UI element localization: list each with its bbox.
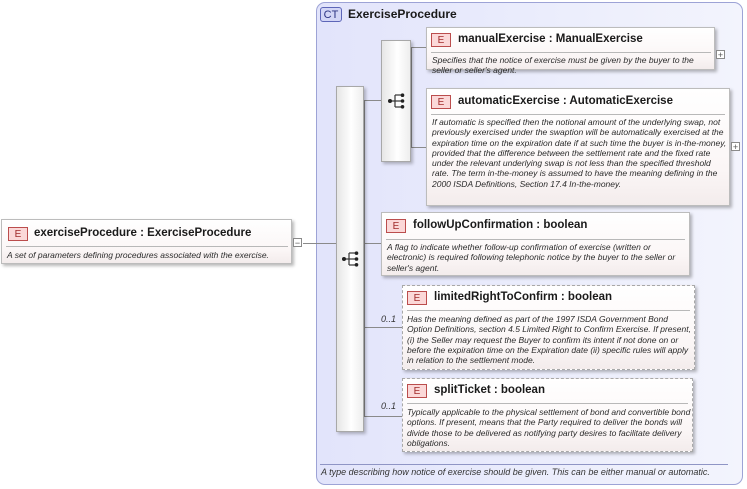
connector-sequence-to-choice [364,100,381,101]
connector-choice-to-automatic [411,147,426,148]
element-separator [431,114,725,115]
sequence-icon [342,251,359,267]
collapse-toggle[interactable]: − [293,238,302,248]
element-badge: E [431,95,451,109]
complex-type-badge: CT [320,7,342,22]
element-separator [407,403,688,404]
root-element-separator [6,246,288,247]
connector-root-to-sequence [303,243,336,244]
connector-sequence-to-limited [364,327,402,328]
element-title: splitTicket : boolean [434,384,545,396]
element-automatic-exercise[interactable]: E automaticExercise : AutomaticExercise … [426,88,730,206]
occurrence-label: 0..1 [381,314,397,324]
element-title: manualExercise : ManualExercise [458,33,643,45]
element-doc: Has the meaning defined as part of the 1… [407,314,691,366]
connector-sequence-to-followup [364,243,381,244]
complex-type-doc: A type describing how notice of exercise… [321,467,710,477]
sequence-compositor[interactable] [336,86,364,432]
element-doc: Specifies that the notice of exercise mu… [432,55,694,76]
element-title: followUpConfirmation : boolean [413,219,588,231]
expand-toggle-automatic-exercise[interactable]: + [731,142,740,152]
connector-choice-trunk [411,47,412,148]
element-badge: E [431,33,451,47]
connector-sequence-to-split [364,416,402,417]
choice-compositor[interactable] [381,40,411,162]
element-doc: If automatic is specified then the notio… [432,117,727,189]
root-element-doc: A set of parameters defining procedures … [7,250,269,260]
element-doc: A flag to indicate whether follow-up con… [387,242,676,273]
element-manual-exercise[interactable]: E manualExercise : ManualExercise Specif… [426,27,715,75]
complex-type-divider [320,464,728,465]
element-limited-right-to-confirm[interactable]: E limitedRightToConfirm : boolean Has th… [402,285,695,370]
root-element-badge: E [8,227,28,241]
connector-choice-to-manual [411,47,426,48]
element-badge: E [386,219,406,233]
complex-type-title: ExerciseProcedure [348,7,457,21]
element-badge: E [407,291,427,305]
element-title: automaticExercise : AutomaticExercise [458,95,673,107]
element-split-ticket[interactable]: E splitTicket : boolean Typically applic… [402,378,693,452]
element-separator [431,52,711,53]
element-separator [386,239,685,240]
root-element-box[interactable]: E exerciseProcedure : ExerciseProcedure … [1,219,292,264]
element-title: limitedRightToConfirm : boolean [434,291,613,303]
occurrence-label: 0..1 [381,401,397,411]
root-element-title: exerciseProcedure : ExerciseProcedure [34,227,252,239]
expand-toggle-manual-exercise[interactable]: + [716,50,725,60]
element-follow-up-confirmation[interactable]: E followUpConfirmation : boolean A flag … [381,212,690,276]
element-separator [407,310,690,311]
element-doc: Typically applicable to the physical set… [407,407,691,448]
connector-sequence-trunk [364,100,365,417]
element-badge: E [407,384,427,398]
choice-icon [388,93,405,109]
